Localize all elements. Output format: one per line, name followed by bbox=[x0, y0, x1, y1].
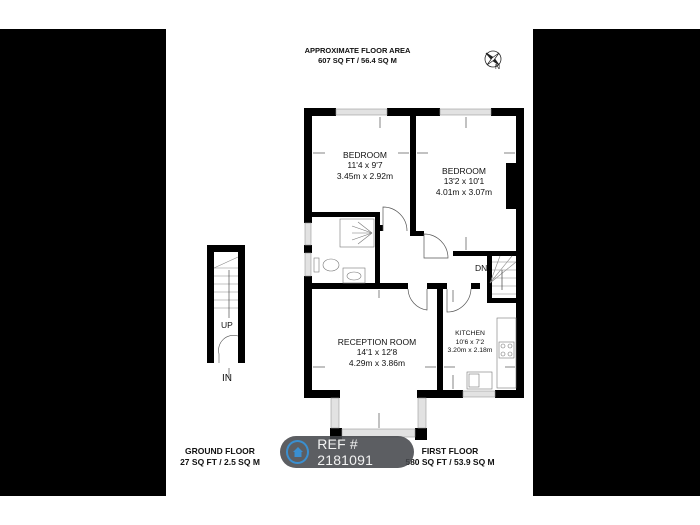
room-name: BEDROOM bbox=[442, 166, 486, 176]
kitchen-fixtures bbox=[466, 317, 517, 390]
floor-area-title: APPROXIMATE FLOOR AREA bbox=[304, 46, 411, 55]
room-dim-imperial: 10'6 x 7'2 bbox=[455, 338, 485, 346]
entrance-label: IN bbox=[222, 373, 232, 384]
ground-floor-area: 27 SQ FT / 2.5 SQ M bbox=[180, 457, 260, 467]
room-name: BEDROOM bbox=[343, 150, 387, 160]
first-floor-area: 580 SQ FT / 53.9 SQ M bbox=[405, 457, 495, 467]
room-dim-metric: 3.45m x 2.92m bbox=[336, 171, 394, 181]
room-dim-metric: 4.29m x 3.86m bbox=[348, 358, 406, 368]
stairs-down-label: DN bbox=[475, 263, 488, 273]
room-reception: RECEPTION ROOM 14'1 x 12'8 4.29m x 3.86m bbox=[322, 337, 432, 369]
room-name: RECEPTION ROOM bbox=[337, 337, 417, 347]
room-dim-imperial: 13'2 x 10'1 bbox=[443, 176, 485, 186]
first-floor-label: FIRST FLOOR 580 SQ FT / 53.9 SQ M bbox=[400, 446, 500, 468]
stairs-ground-floor bbox=[213, 256, 239, 378]
compass-icon bbox=[484, 50, 502, 68]
room-dim-metric: 3.20m x 2.18m bbox=[447, 347, 493, 354]
compass-north-label: N bbox=[495, 64, 501, 71]
stairs-up-label: UP bbox=[221, 320, 233, 330]
room-kitchen: KITCHEN 10'6 x 7'2 3.20m x 2.18m bbox=[443, 330, 497, 356]
floor-area-total: 607 SQ FT / 56.4 SQ M bbox=[318, 56, 397, 65]
room-dim-imperial: 14'1 x 12'8 bbox=[356, 347, 398, 357]
room-bedroom-2: BEDROOM 13'2 x 10'1 4.01m x 3.07m bbox=[424, 166, 504, 198]
windows bbox=[304, 108, 496, 438]
ground-floor-label: GROUND FLOOR 27 SQ FT / 2.5 SQ M bbox=[165, 446, 275, 468]
reference-watermark: REF # 2181091 bbox=[280, 436, 414, 468]
home-icon bbox=[286, 440, 310, 464]
room-bedroom-1: BEDROOM 11'4 x 9'7 3.45m x 2.92m bbox=[322, 150, 408, 182]
bathroom-fixtures bbox=[313, 218, 375, 284]
ground-floor-walls bbox=[207, 245, 245, 363]
doors bbox=[382, 206, 472, 313]
letterbox-left bbox=[0, 29, 166, 496]
room-dim-metric: 4.01m x 3.07m bbox=[435, 187, 493, 197]
letterbox-right bbox=[533, 29, 700, 496]
first-floor-name: FIRST FLOOR bbox=[421, 446, 479, 456]
dimension-arrows bbox=[313, 117, 515, 428]
ground-floor-name: GROUND FLOOR bbox=[185, 446, 255, 456]
first-floor-walls bbox=[304, 108, 524, 440]
reference-number: REF # 2181091 bbox=[317, 436, 374, 468]
room-dim-imperial: 11'4 x 9'7 bbox=[347, 160, 383, 170]
room-name: KITCHEN bbox=[455, 330, 485, 337]
floor-area-heading: APPROXIMATE FLOOR AREA 607 SQ FT / 56.4 … bbox=[270, 46, 445, 66]
stairs-first-floor bbox=[489, 255, 517, 295]
